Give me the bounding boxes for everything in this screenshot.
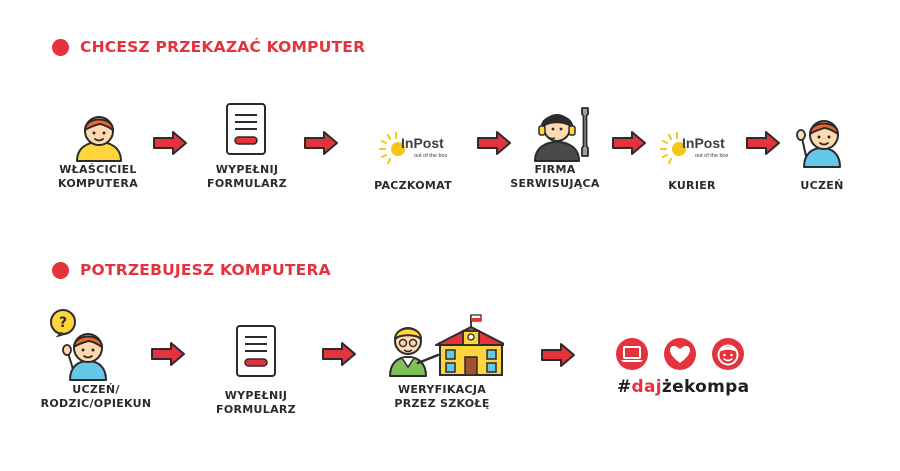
- inpost-logo-icon: InPost out of the box: [659, 127, 739, 167]
- red-dot-bullet: [52, 261, 69, 279]
- section-heading: POTRZEBUJESZ KOMPUTERA: [80, 261, 331, 279]
- arrow-right-icon: [477, 131, 511, 155]
- step-label-service-company: FIRMA SERWISUJĄCA: [510, 163, 600, 190]
- step-label-form: WYPEŁNIJ FORMULARZ: [216, 389, 296, 416]
- student-icon: [796, 120, 841, 168]
- step-label-student: UCZEŃ: [800, 179, 844, 192]
- service-technician-icon: [534, 107, 589, 162]
- arrow-right-icon: [304, 131, 338, 155]
- hashtag-hash: #: [617, 377, 632, 397]
- section-heading: CHCESZ PRZEKAZAĆ KOMPUTER: [80, 38, 366, 56]
- step-label-courier: KURIER: [668, 179, 716, 192]
- hashtag-part-kompa: kompa: [683, 377, 750, 397]
- svg-text:?: ?: [59, 315, 67, 331]
- arrow-right-icon: [541, 343, 575, 367]
- step-label-form: WYPEŁNIJ FORMULARZ: [207, 163, 287, 190]
- heart-icon: [664, 338, 696, 370]
- hashtag-part-daj: daj: [631, 377, 662, 397]
- step-label-student-parent: UCZEŃ/ RODZIC/OPIEKUN: [40, 383, 152, 410]
- step-label-owner: WŁAŚCICIEL KOMPUTERA: [57, 163, 139, 190]
- school-verification-icon: [389, 314, 504, 377]
- arrow-right-icon: [322, 342, 356, 366]
- inpost-brand-text: InPost: [682, 135, 725, 151]
- arrow-right-icon: [153, 131, 187, 155]
- hashtag-dajzekompa: #dajżekompa: [617, 377, 749, 397]
- arrow-right-icon: [151, 342, 185, 366]
- owner-person-icon: [76, 116, 122, 162]
- inpost-brand-text: InPost: [401, 135, 444, 151]
- inpost-tagline-text: out of the box: [695, 153, 729, 159]
- step-label-school-verification: WERYFIKACJA PRZEZ SZKOŁĘ: [394, 383, 490, 410]
- inpost-logo-icon: InPost out of the box: [378, 127, 458, 167]
- arrow-right-icon: [746, 131, 780, 155]
- hashtag-part-ze: że: [661, 377, 684, 397]
- laptop-icon: [616, 338, 648, 370]
- section-title-donate: CHCESZ PRZEKAZAĆ KOMPUTER: [52, 38, 365, 56]
- red-dot-bullet: [52, 38, 69, 56]
- final-icons-group: [616, 338, 744, 370]
- step-label-parcel-locker: PACZKOMAT: [374, 179, 452, 192]
- form-icon: [236, 325, 276, 377]
- smiley-icon: [712, 338, 744, 370]
- section-title-need: POTRZEBUJESZ KOMPUTERA: [52, 261, 331, 279]
- question-person-icon: ?: [50, 309, 107, 381]
- form-icon: [226, 103, 266, 155]
- arrow-right-icon: [612, 131, 646, 155]
- inpost-tagline-text: out of the box: [414, 153, 448, 159]
